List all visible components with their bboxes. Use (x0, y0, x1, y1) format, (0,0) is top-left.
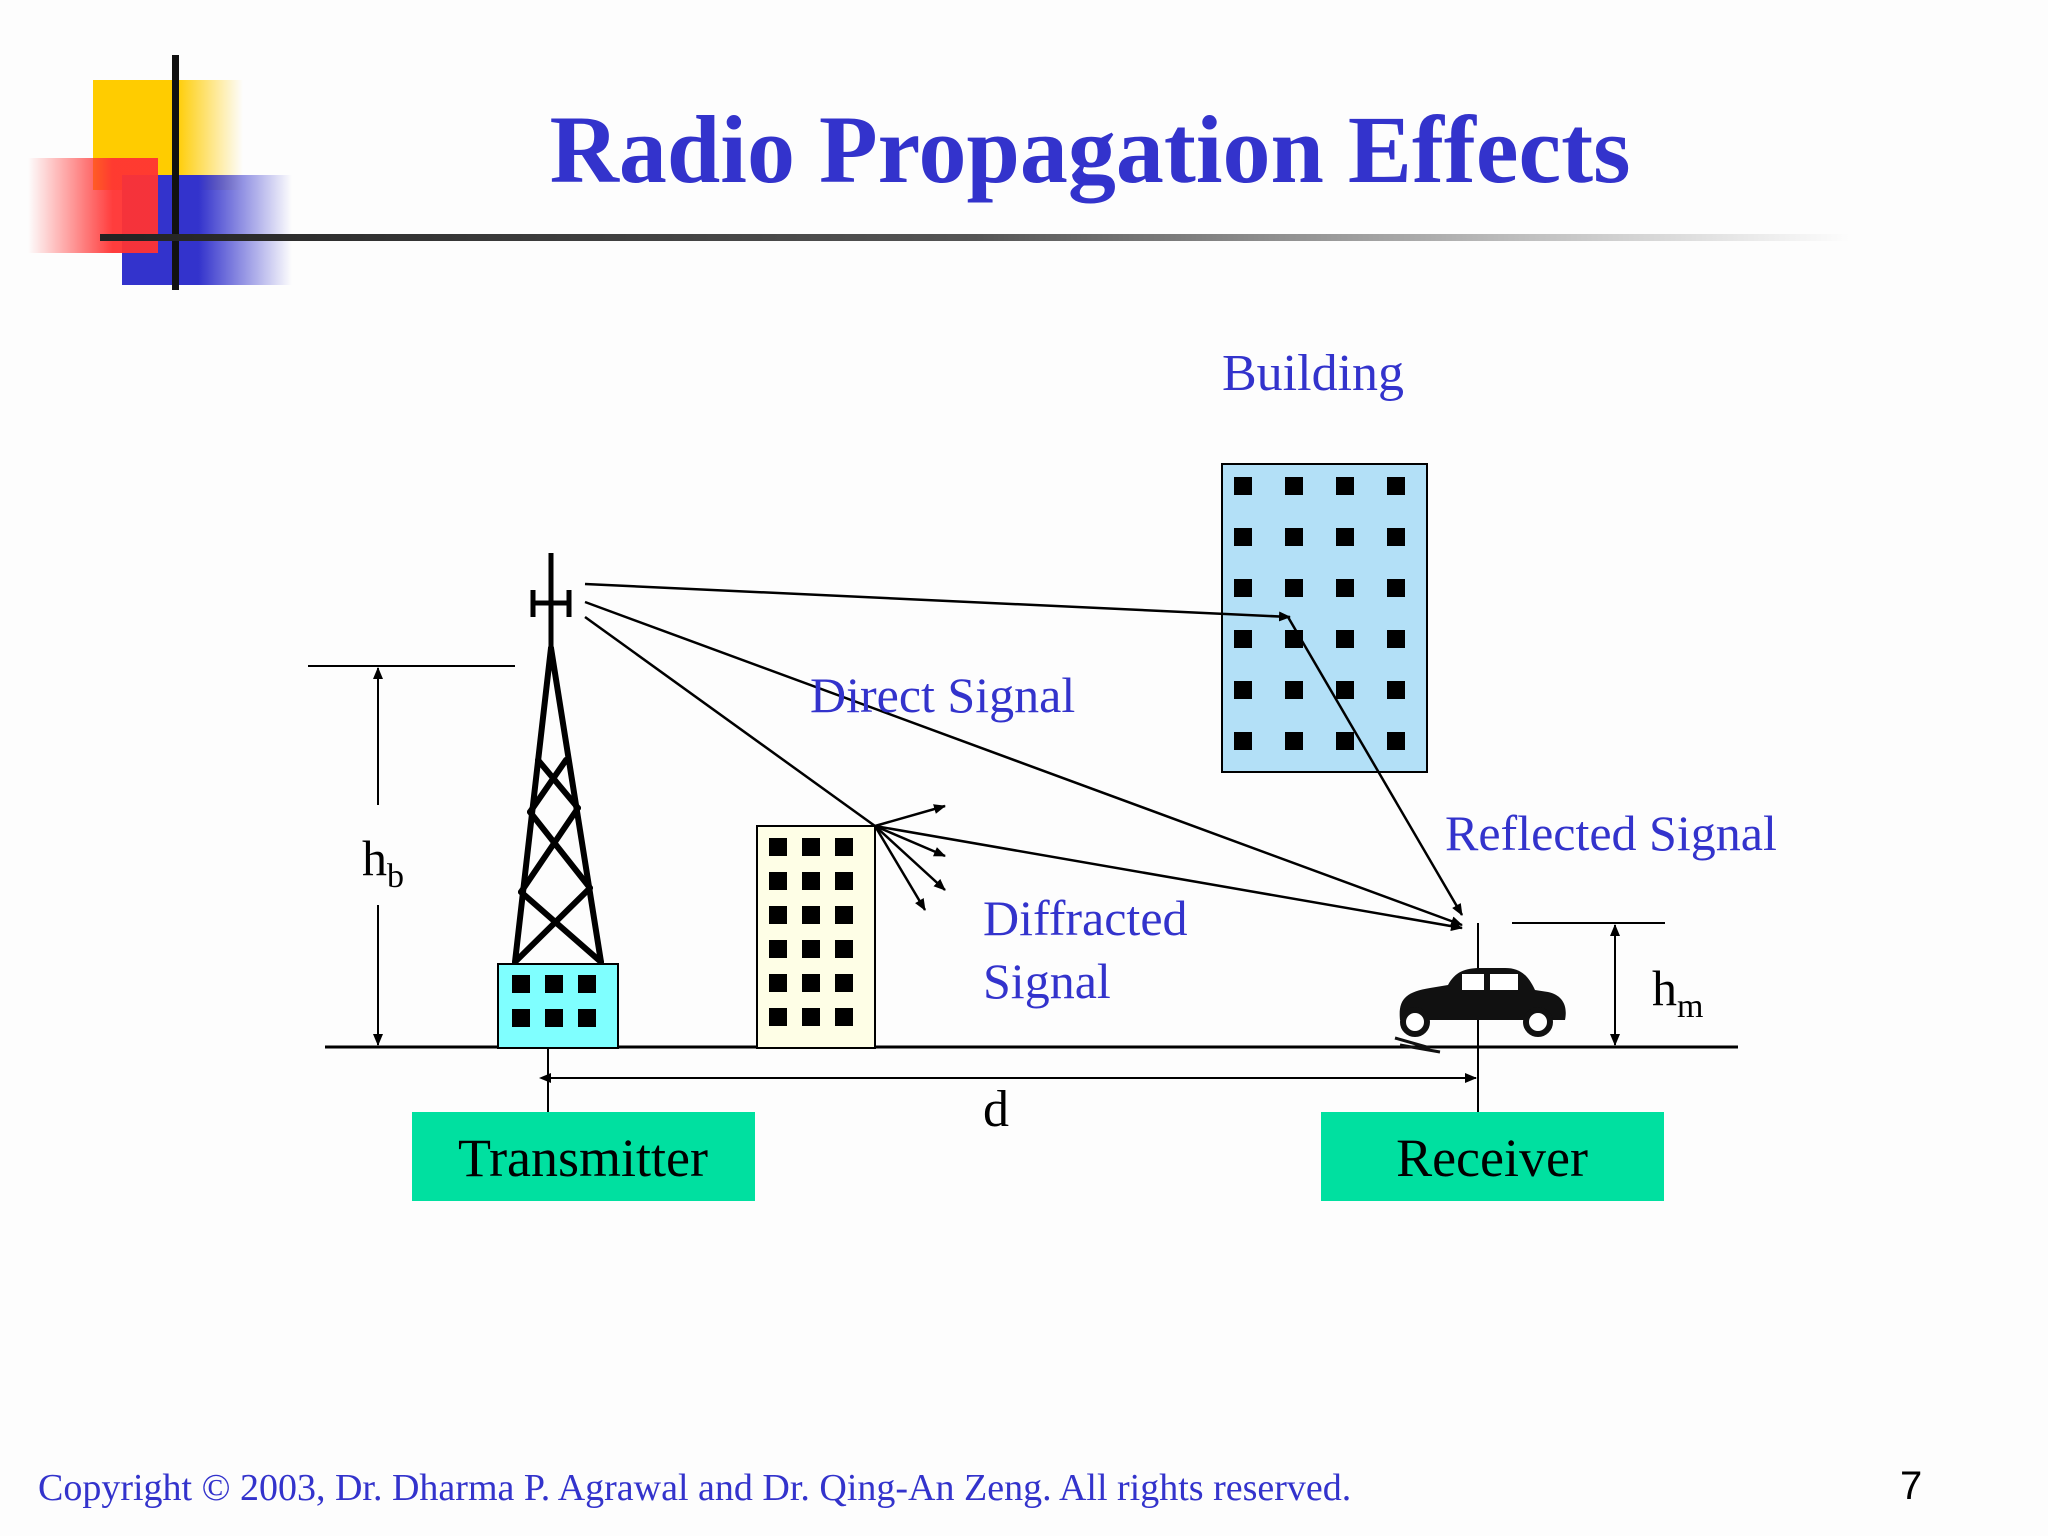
direct-signal-path (584, 600, 1463, 927)
diffracted-ray-1 (874, 804, 946, 828)
distance-label: d (983, 1081, 1009, 1138)
building-window (1285, 681, 1303, 699)
building-window (1234, 732, 1252, 750)
transmitter-tower (512, 645, 604, 965)
distance-dimension (539, 1047, 1479, 1115)
car-icon (1394, 968, 1566, 1054)
building-window (802, 974, 820, 992)
diffracted-ray-3 (874, 825, 946, 891)
page-number: 7 (1900, 1464, 1923, 1508)
transmitter-base-windows (512, 975, 596, 1027)
reflected-path (1286, 616, 1464, 916)
transmitter-box (412, 1112, 755, 1201)
building-window (545, 1009, 563, 1027)
building-window (1387, 579, 1405, 597)
transmitter-base (497, 963, 619, 1049)
building-window (1285, 528, 1303, 546)
building-window (1234, 579, 1252, 597)
building-window (578, 975, 596, 993)
slide-title: Radio Propagation Effects (549, 96, 1631, 203)
building-window (769, 974, 787, 992)
building-window (1285, 477, 1303, 495)
building-window (1234, 630, 1252, 648)
building-window (835, 906, 853, 924)
building-window (1336, 732, 1354, 750)
building-window (1387, 681, 1405, 699)
building-window (512, 975, 530, 993)
building-window (1336, 528, 1354, 546)
building-window (835, 940, 853, 958)
diffracted-signal-label-line2: Signal (983, 953, 1111, 1009)
diffracted-ray-4 (873, 825, 927, 911)
hb-dimension (308, 665, 515, 1046)
building-window (769, 906, 787, 924)
small-building (756, 825, 876, 1049)
hb-label: hb (362, 830, 404, 895)
diffracted-ray-2 (874, 824, 946, 858)
small-building-windows (769, 838, 853, 1026)
diffract-incident-path (584, 615, 876, 828)
hm-label: hm (1652, 960, 1703, 1025)
building-window (1234, 477, 1252, 495)
building-window (1387, 477, 1405, 495)
building-window (769, 872, 787, 890)
receiver-box (1321, 1112, 1664, 1201)
building-window (1387, 630, 1405, 648)
building-window (1285, 732, 1303, 750)
building-window (769, 838, 787, 856)
building-window (578, 1009, 596, 1027)
building-window (802, 838, 820, 856)
hb-main: h (362, 830, 387, 886)
building-window (835, 872, 853, 890)
building-window (835, 838, 853, 856)
building-window (1336, 630, 1354, 648)
reflect-incident-path (584, 582, 1291, 622)
receiver-label: Receiver (1396, 1128, 1588, 1188)
building-window (802, 1008, 820, 1026)
signal-paths (584, 582, 1464, 932)
building-window (1285, 579, 1303, 597)
building-window (802, 940, 820, 958)
building-window (1336, 477, 1354, 495)
building-label: Building (1222, 345, 1404, 402)
tall-building (1221, 463, 1428, 773)
building-window (545, 975, 563, 993)
building-window (802, 906, 820, 924)
building-window (835, 1008, 853, 1026)
building-window (512, 1009, 530, 1027)
building-window (1336, 579, 1354, 597)
building-window (1234, 528, 1252, 546)
deco-vertical-bar (172, 55, 179, 290)
building-window (1387, 528, 1405, 546)
antenna-icon (530, 553, 572, 650)
tall-building-windows (1234, 477, 1405, 750)
hm-main: h (1652, 960, 1677, 1016)
transmitter-label: Transmitter (458, 1128, 708, 1188)
building-window (802, 872, 820, 890)
title-underline (100, 234, 1850, 241)
building-window (769, 1008, 787, 1026)
building-window (1336, 681, 1354, 699)
building-window (835, 974, 853, 992)
building-window (1387, 732, 1405, 750)
diffracted-signal-label-line1: Diffracted (983, 890, 1188, 946)
hm-subscript: m (1677, 988, 1703, 1025)
building-window (1234, 681, 1252, 699)
hb-subscript: b (387, 858, 404, 895)
building-window (769, 940, 787, 958)
reflected-signal-label: Reflected Signal (1445, 805, 1777, 861)
diffracted-path-main (874, 824, 1463, 932)
direct-signal-label: Direct Signal (810, 667, 1075, 723)
copyright-notice: Copyright © 2003, Dr. Dharma P. Agrawal … (38, 1467, 1352, 1509)
